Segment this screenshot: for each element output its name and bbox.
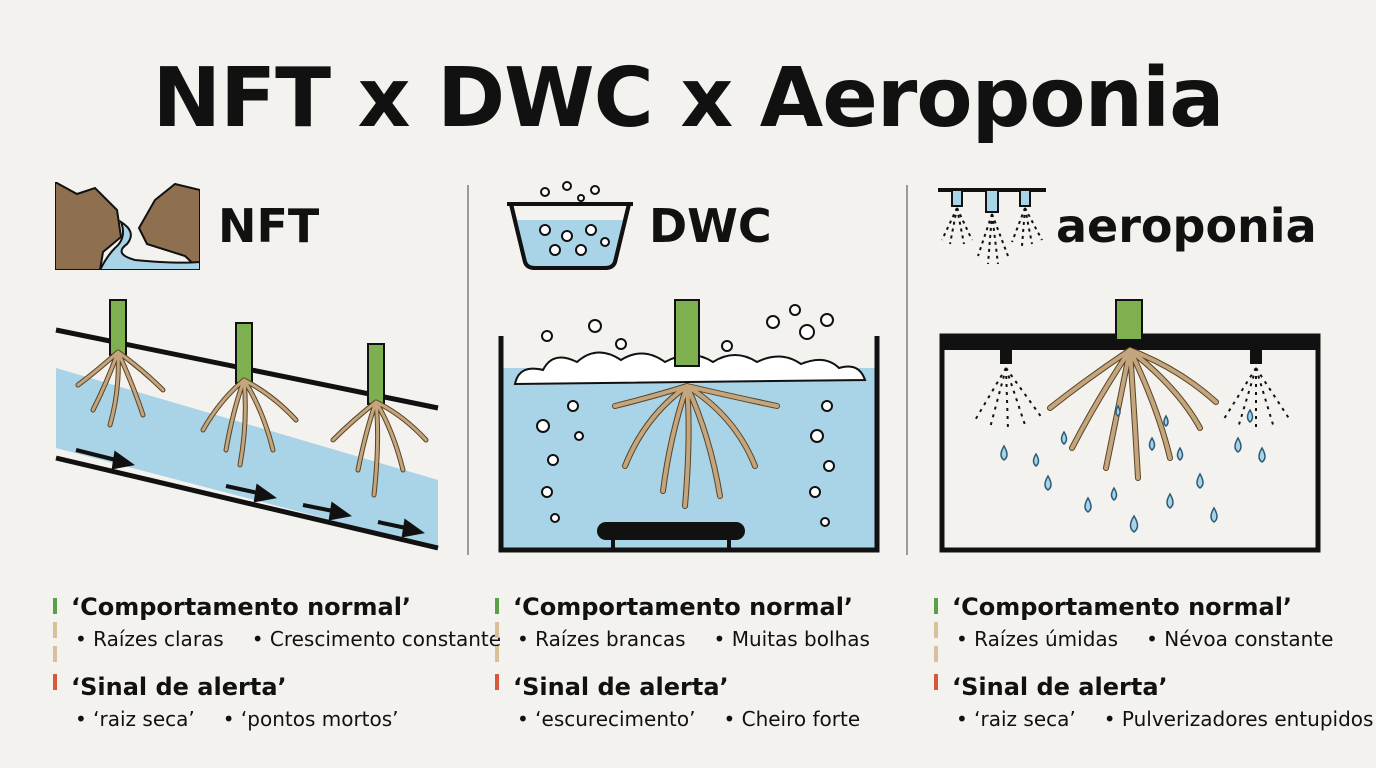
list-item: • Raízes úmidas xyxy=(956,627,1119,651)
list-item: • Crescimento constante xyxy=(251,627,502,651)
dwc-legend: ‘Comportamento normal’ • Raízes brancas•… xyxy=(495,592,905,742)
normal-title: ‘Comportamento normal’ xyxy=(952,593,1293,621)
river-valley-icon xyxy=(55,182,200,270)
aero-legend: ‘Comportamento normal’ • Raízes úmidas• … xyxy=(934,592,1374,742)
alert-list: • ‘raiz seca’ • ‘pontos mortos’ xyxy=(75,706,427,732)
normal-indicator xyxy=(934,598,938,614)
list-item: • Cheiro forte xyxy=(723,707,861,731)
nft-legend: ‘Comportamento normal’ • Raízes claras • … xyxy=(53,592,501,742)
dwc-label: DWC xyxy=(649,199,772,253)
nft-plant xyxy=(330,343,429,498)
normal-indicator xyxy=(495,598,499,614)
neutral-indicator xyxy=(934,646,938,662)
column-divider xyxy=(906,185,908,555)
list-item: • ‘raiz seca’ xyxy=(75,707,195,731)
aero-chamber-illustration xyxy=(939,299,1321,553)
neutral-indicator xyxy=(934,622,938,638)
column-divider xyxy=(467,185,469,555)
normal-title: ‘Comportamento normal’ xyxy=(71,593,412,621)
list-item: • ‘raiz seca’ xyxy=(956,707,1076,731)
list-item: • ‘escurecimento’ xyxy=(517,707,696,731)
alert-list: • ‘escurecimento’ • Cheiro forte xyxy=(517,706,888,732)
nft-plant xyxy=(200,322,299,468)
alert-indicator xyxy=(495,674,499,690)
list-item: • Névoa constante xyxy=(1146,627,1334,651)
nft-column: NFT xyxy=(0,0,501,768)
page-title: NFT x DWC x Aeroponia xyxy=(152,51,1225,146)
list-item: • Raízes claras xyxy=(75,627,224,651)
bubbling-tank-icon xyxy=(507,181,633,270)
aero-column: aeroponia xyxy=(908,0,1376,768)
neutral-indicator xyxy=(53,622,57,638)
dwc-column: DWC ‘Comportamento normal’ • Raízes bran… xyxy=(469,0,905,768)
nft-channel-illustration xyxy=(55,299,439,551)
alert-title: ‘Sinal de alerta’ xyxy=(71,673,287,701)
alert-title: ‘Sinal de alerta’ xyxy=(952,673,1168,701)
nft-label: NFT xyxy=(218,199,320,253)
aero-label: aeroponia xyxy=(1056,199,1317,253)
normal-indicator xyxy=(53,598,57,614)
normal-title: ‘Comportamento normal’ xyxy=(513,593,854,621)
alert-indicator xyxy=(934,674,938,690)
list-item: • Pulverizadores entupidos xyxy=(1103,707,1374,731)
list-item: • Muitas bolhas xyxy=(713,627,870,651)
alert-title: ‘Sinal de alerta’ xyxy=(513,673,729,701)
normal-list: • Raízes brancas • Muitas bolhas xyxy=(517,626,898,652)
nft-plant xyxy=(75,299,166,428)
alert-indicator xyxy=(53,674,57,690)
neutral-indicator xyxy=(495,622,499,638)
mist-sprayers-icon xyxy=(938,188,1046,265)
list-item: • Raízes brancas xyxy=(517,627,686,651)
normal-list: • Raízes claras • Crescimento constante xyxy=(75,626,529,652)
normal-list: • Raízes úmidas • Névoa constante xyxy=(956,626,1361,652)
neutral-indicator xyxy=(53,646,57,662)
dwc-tank-illustration xyxy=(498,299,880,553)
alert-list: • ‘raiz seca’ • Pulverizadores entupidos xyxy=(956,706,1376,732)
list-item: • ‘pontos mortos’ xyxy=(222,707,399,731)
neutral-indicator xyxy=(495,646,499,662)
